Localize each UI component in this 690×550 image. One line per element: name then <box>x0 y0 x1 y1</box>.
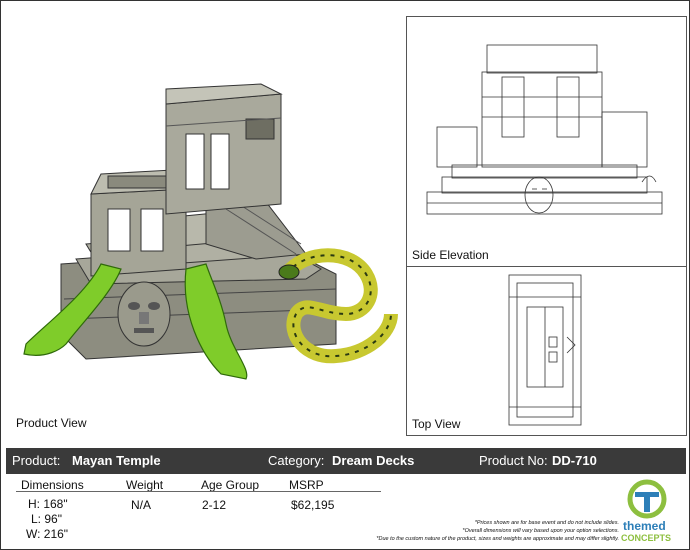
dimensions-header: Dimensions <box>21 478 84 492</box>
top-view-label: Top View <box>412 417 461 431</box>
product-number-label: Product No: <box>479 453 548 468</box>
msrp-header: MSRP <box>289 478 324 492</box>
weight-value: N/A <box>131 498 152 512</box>
logo-word-themed: themed <box>623 519 666 533</box>
footnote-custom: *Due to the custom nature of the product… <box>376 536 619 542</box>
weight-header: Weight <box>126 478 164 492</box>
category-name: Dream Decks <box>332 453 415 468</box>
product-info-bar: Product: Mayan Temple Category: Dream De… <box>6 448 686 474</box>
product-view-label: Product View <box>16 416 87 430</box>
msrp-value: $62,195 <box>291 498 335 512</box>
logo-mark-icon: themed CONCEPTS <box>621 479 671 543</box>
age-group-value: 2-12 <box>202 498 227 512</box>
footnote-price: *Prices shown are for base event and do … <box>474 520 619 526</box>
view-divider <box>407 266 686 267</box>
top-view-drawing <box>508 274 582 426</box>
footnote-dimensions: *Overall dimensions will vary based upon… <box>462 528 619 534</box>
product-number: DD-710 <box>552 453 597 468</box>
age-group-header: Age Group <box>201 478 260 492</box>
side-elevation-label: Side Elevation <box>412 248 489 262</box>
footnotes: *Prices shown are for base event and do … <box>319 519 619 543</box>
product-view-panel: Product View <box>6 14 402 434</box>
specs-underline <box>16 491 381 492</box>
length-value: L: 96" <box>31 512 62 526</box>
width-value: W: 216" <box>26 527 69 541</box>
mayan-temple-illustration <box>23 83 398 380</box>
side-elevation-drawing <box>426 44 663 215</box>
logo-word-concepts: CONCEPTS <box>621 533 671 543</box>
category-label: Category: <box>268 453 325 468</box>
drawings-box: Side Elevation Top View <box>406 16 687 436</box>
product-name: Mayan Temple <box>72 453 161 468</box>
themed-concepts-logo: themed CONCEPTS <box>621 479 683 545</box>
height-value: H: 168" <box>28 497 68 511</box>
product-label: Product: <box>12 453 61 468</box>
